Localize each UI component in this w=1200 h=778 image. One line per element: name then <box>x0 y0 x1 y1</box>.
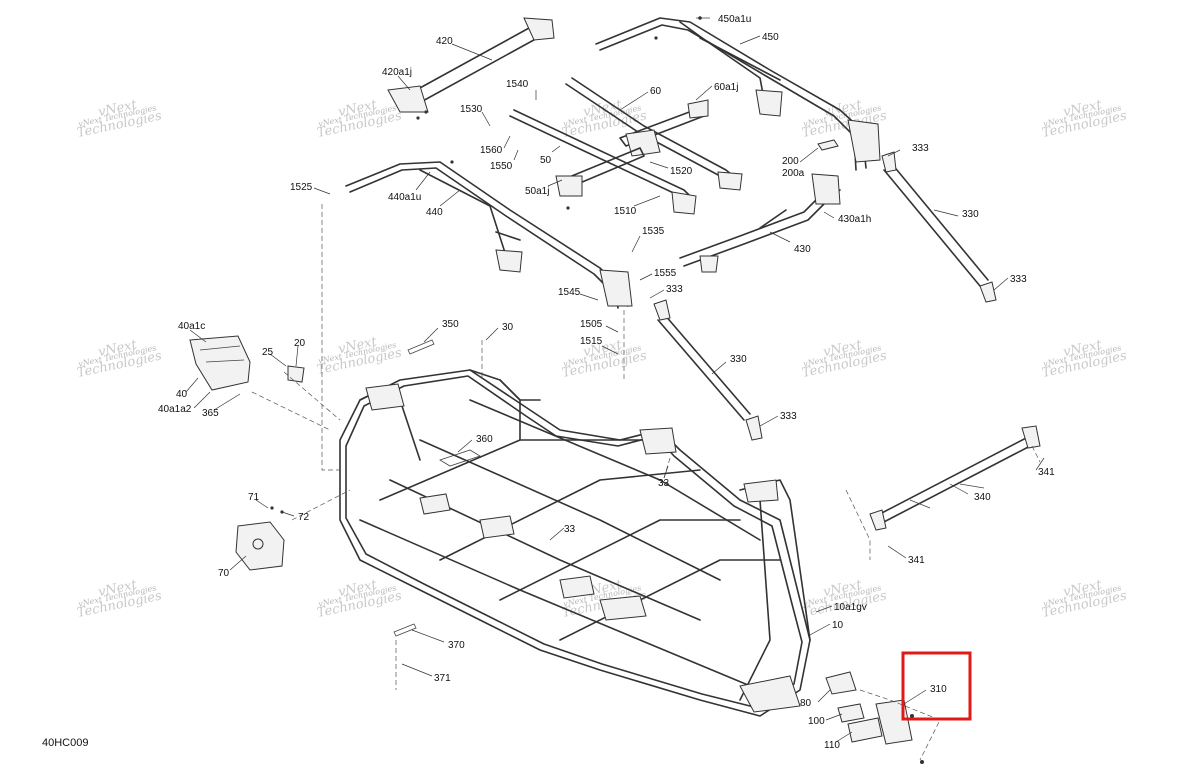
label-70: 70 <box>218 568 230 579</box>
label-330-b: 330 <box>730 354 747 365</box>
label-200: 200 <box>782 156 799 167</box>
label-10a1gv: 10a1gv <box>834 602 867 613</box>
label-430: 430 <box>794 244 811 255</box>
part-430-brace <box>679 173 841 273</box>
label-20: 20 <box>294 338 306 349</box>
label-350: 350 <box>442 319 459 330</box>
watermark: vNext Technologies vNext Technologies <box>316 97 404 141</box>
label-1555: 1555 <box>654 268 677 279</box>
label-450a1u: 450a1u <box>718 14 751 25</box>
label-60: 60 <box>650 86 662 97</box>
label-25: 25 <box>262 347 274 358</box>
label-333-c: 333 <box>1010 274 1027 285</box>
part-labels: 420 420a1j 450a1u 450 1540 60a1j 60 1530… <box>158 14 1055 751</box>
label-430a1h: 430a1h <box>838 214 871 225</box>
label-420a1j: 420a1j <box>382 67 412 78</box>
label-1560: 1560 <box>480 145 503 156</box>
label-40a1c: 40a1c <box>178 321 205 332</box>
label-365: 365 <box>202 408 219 419</box>
label-1505: 1505 <box>580 319 603 330</box>
label-333-a: 333 <box>912 143 929 154</box>
label-333-d: 333 <box>780 411 797 422</box>
leader-lines <box>185 17 1045 743</box>
watermark: vNext Technologies vNext Technologies <box>561 337 649 381</box>
label-1530: 1530 <box>460 104 483 115</box>
label-420: 420 <box>436 36 453 47</box>
label-1535: 1535 <box>642 226 665 237</box>
part-370-link <box>393 623 417 637</box>
label-440a1u: 440a1u <box>388 192 421 203</box>
label-1540: 1540 <box>506 79 529 90</box>
part-80-bracket <box>825 671 857 695</box>
label-1515: 1515 <box>580 336 603 347</box>
part-40-bracket <box>189 335 305 391</box>
label-40a1a2: 40a1a2 <box>158 404 192 415</box>
label-33-a: 33 <box>658 478 670 489</box>
watermark: vNext Technologies vNext Technologies <box>1041 97 1129 141</box>
label-1550: 1550 <box>490 161 513 172</box>
watermark: vNext Technologies vNext Technologies <box>76 577 164 621</box>
label-33-b: 33 <box>564 524 576 535</box>
part-420-brace <box>387 17 555 120</box>
watermark: vNext Technologies vNext Technologies <box>1041 577 1129 621</box>
label-100: 100 <box>808 716 825 727</box>
label-10: 10 <box>832 620 844 631</box>
label-1525: 1525 <box>290 182 313 193</box>
label-1520: 1520 <box>670 166 693 177</box>
part-350-link <box>407 339 435 355</box>
label-440: 440 <box>426 207 443 218</box>
label-30: 30 <box>502 322 514 333</box>
watermark: vNext Technologies vNext Technologies <box>316 334 404 378</box>
watermark: vNext Technologies vNext Technologies <box>76 97 164 141</box>
label-1545: 1545 <box>558 287 581 298</box>
label-330-a: 330 <box>962 209 979 220</box>
watermark: vNext Technologies vNext Technologies <box>76 337 164 381</box>
part-200-pad <box>817 139 839 151</box>
part-70-bracket <box>235 506 285 571</box>
part-330-strut-upper <box>881 151 997 303</box>
label-340: 340 <box>974 492 991 503</box>
watermark: vNext Technologies vNext Technologies <box>801 577 889 621</box>
label-110: 110 <box>824 740 840 751</box>
label-360: 360 <box>476 434 493 445</box>
label-80: 80 <box>800 698 812 709</box>
part-110-bracket <box>847 717 883 743</box>
part-310-bracket <box>875 699 924 764</box>
part-360-link <box>439 449 481 467</box>
label-333-b: 333 <box>666 284 683 295</box>
label-71: 71 <box>248 492 260 503</box>
label-40: 40 <box>176 389 188 400</box>
part-50-cross-bar <box>509 109 697 215</box>
watermark: vNext Technologies vNext Technologies <box>316 577 404 621</box>
highlight-box <box>901 651 972 721</box>
diagram-code: 40HC009 <box>42 737 88 749</box>
watermark: vNext Technologies vNext Technologies <box>801 337 889 381</box>
label-200a: 200a <box>782 168 805 179</box>
part-100-bracket <box>837 703 865 723</box>
label-370: 370 <box>448 640 465 651</box>
part-340-side-bar <box>869 425 1041 531</box>
label-50: 50 <box>540 155 552 166</box>
label-341-b: 341 <box>908 555 925 566</box>
label-371: 371 <box>434 673 451 684</box>
label-72: 72 <box>298 512 310 523</box>
part-440-roll-bar <box>345 160 633 309</box>
part-10-main-frame <box>339 369 811 717</box>
label-450: 450 <box>762 32 779 43</box>
part-450-roll-bar <box>595 16 881 171</box>
label-310: 310 <box>930 684 947 695</box>
label-60a1j: 60a1j <box>714 82 738 93</box>
label-1510: 1510 <box>614 206 637 217</box>
label-50a1j: 50a1j <box>525 186 549 197</box>
part-330-strut-lower <box>653 299 763 441</box>
label-341-a: 341 <box>1038 467 1055 478</box>
watermark: vNext Technologies vNext Technologies <box>1041 337 1129 381</box>
